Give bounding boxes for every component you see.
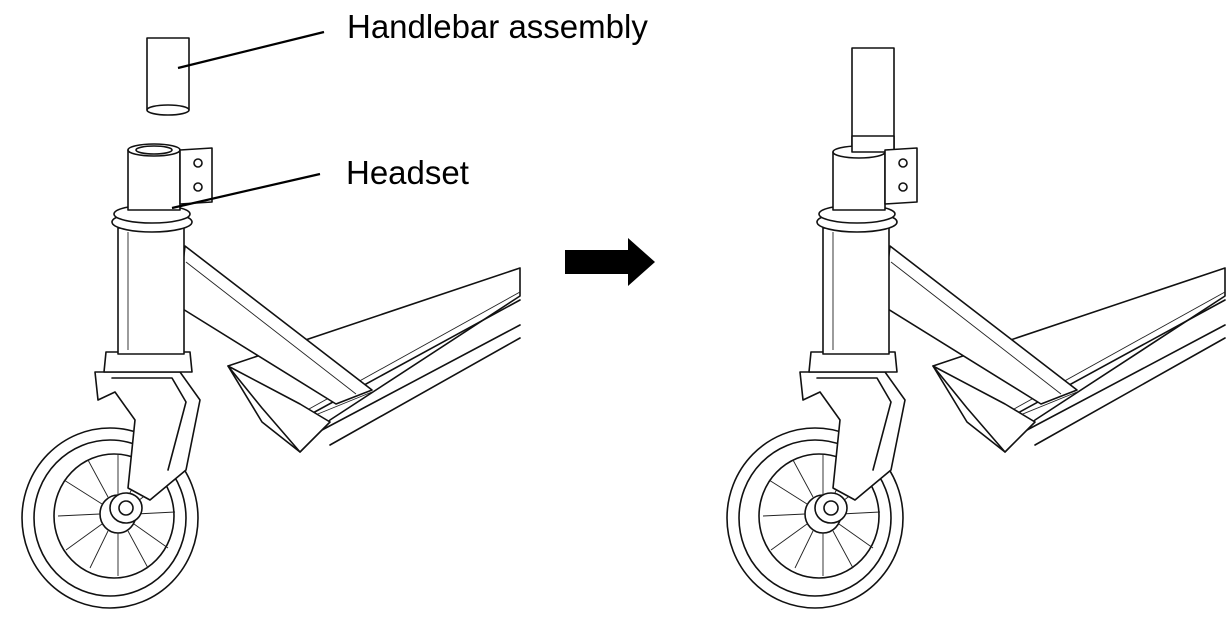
- arrow-right-icon: [565, 238, 655, 286]
- headset-label: Headset: [346, 154, 469, 191]
- handlebar-assembly-label: Handlebar assembly: [347, 8, 648, 45]
- scooter-before-assembly: [21, 30, 521, 609]
- scooter-after-assembly: [726, 47, 1226, 609]
